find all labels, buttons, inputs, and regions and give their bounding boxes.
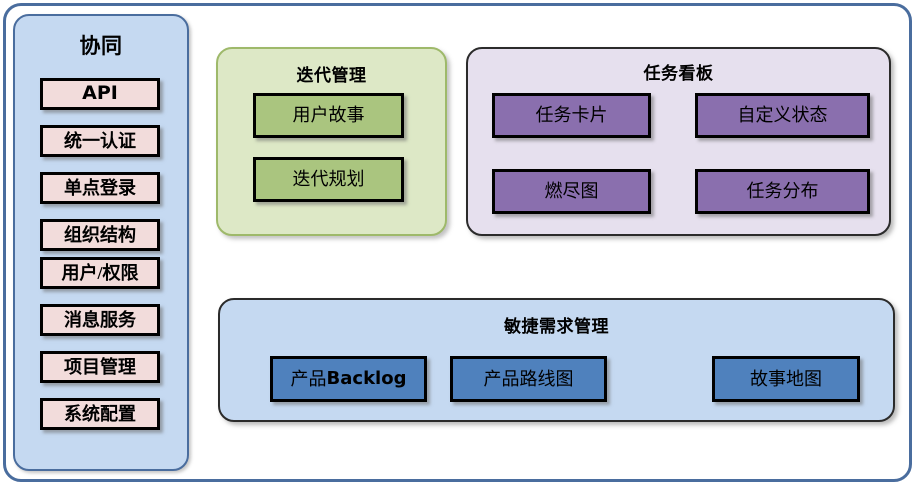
card-story-map[interactable]: 故事地图: [712, 356, 860, 402]
card-label: 迭代规划: [292, 169, 365, 190]
sidebar-item-label: API: [82, 82, 118, 105]
sidebar-item-message-service[interactable]: 消息服务: [40, 304, 160, 336]
card-task-distribution[interactable]: 任务分布: [695, 169, 870, 214]
sidebar-item-unified-auth[interactable]: 统一认证: [40, 125, 160, 157]
group-panel-taskboard[interactable]: 任务看板 任务卡片 自定义状态 燃尽图 任务分布: [466, 47, 891, 236]
group-title-taskboard: 任务看板: [643, 64, 714, 84]
sidebar-item-label: 单点登录: [64, 177, 136, 198]
sidebar-item-sso[interactable]: 单点登录: [40, 172, 160, 204]
sidebar-item-org-structure[interactable]: 组织结构: [40, 219, 160, 251]
sidebar-item-label: 用户/权限: [61, 262, 139, 283]
card-product-roadmap[interactable]: 产品路线图: [450, 356, 607, 402]
group-title-iteration: 迭代管理: [296, 66, 367, 86]
sidebar-item-label: 组织结构: [64, 224, 136, 245]
card-label: 任务卡片: [535, 105, 608, 126]
sidebar-item-label: 项目管理: [64, 356, 136, 377]
sidebar-item-label: 消息服务: [64, 309, 136, 330]
sidebar-item-api[interactable]: API: [40, 78, 160, 110]
card-label: 燃尽图: [544, 181, 599, 202]
sidebar-item-user-permission[interactable]: 用户/权限: [40, 257, 160, 289]
sidebar-item-label: 系统配置: [64, 403, 136, 424]
card-iteration-plan[interactable]: 迭代规划: [253, 157, 404, 202]
group-title-collaboration: 协同: [79, 34, 123, 58]
group-panel-collaboration[interactable]: 协同 API 统一认证 单点登录 组织结构 用户/权限 消息服务 项目管理 系统…: [13, 14, 189, 471]
sidebar-item-project-management[interactable]: 项目管理: [40, 351, 160, 383]
group-title-requirements: 敏捷需求管理: [504, 317, 609, 337]
card-label: 产品路线图: [483, 368, 574, 389]
card-label: 自定义状态: [737, 105, 828, 126]
sidebar-item-system-config[interactable]: 系统配置: [40, 398, 160, 430]
card-label: 产品: [290, 368, 327, 389]
card-label: 任务分布: [746, 181, 819, 202]
card-burndown-chart[interactable]: 燃尽图: [492, 169, 651, 214]
card-label-latin: Backlog: [326, 367, 407, 389]
sidebar-item-label: 统一认证: [64, 130, 136, 151]
card-label: 用户故事: [292, 105, 365, 126]
group-panel-iteration[interactable]: 迭代管理 用户故事 迭代规划: [216, 47, 447, 236]
card-custom-status[interactable]: 自定义状态: [695, 93, 870, 138]
card-user-story[interactable]: 用户故事: [253, 93, 404, 138]
card-label: 故事地图: [750, 368, 822, 389]
card-task-card[interactable]: 任务卡片: [492, 93, 651, 138]
